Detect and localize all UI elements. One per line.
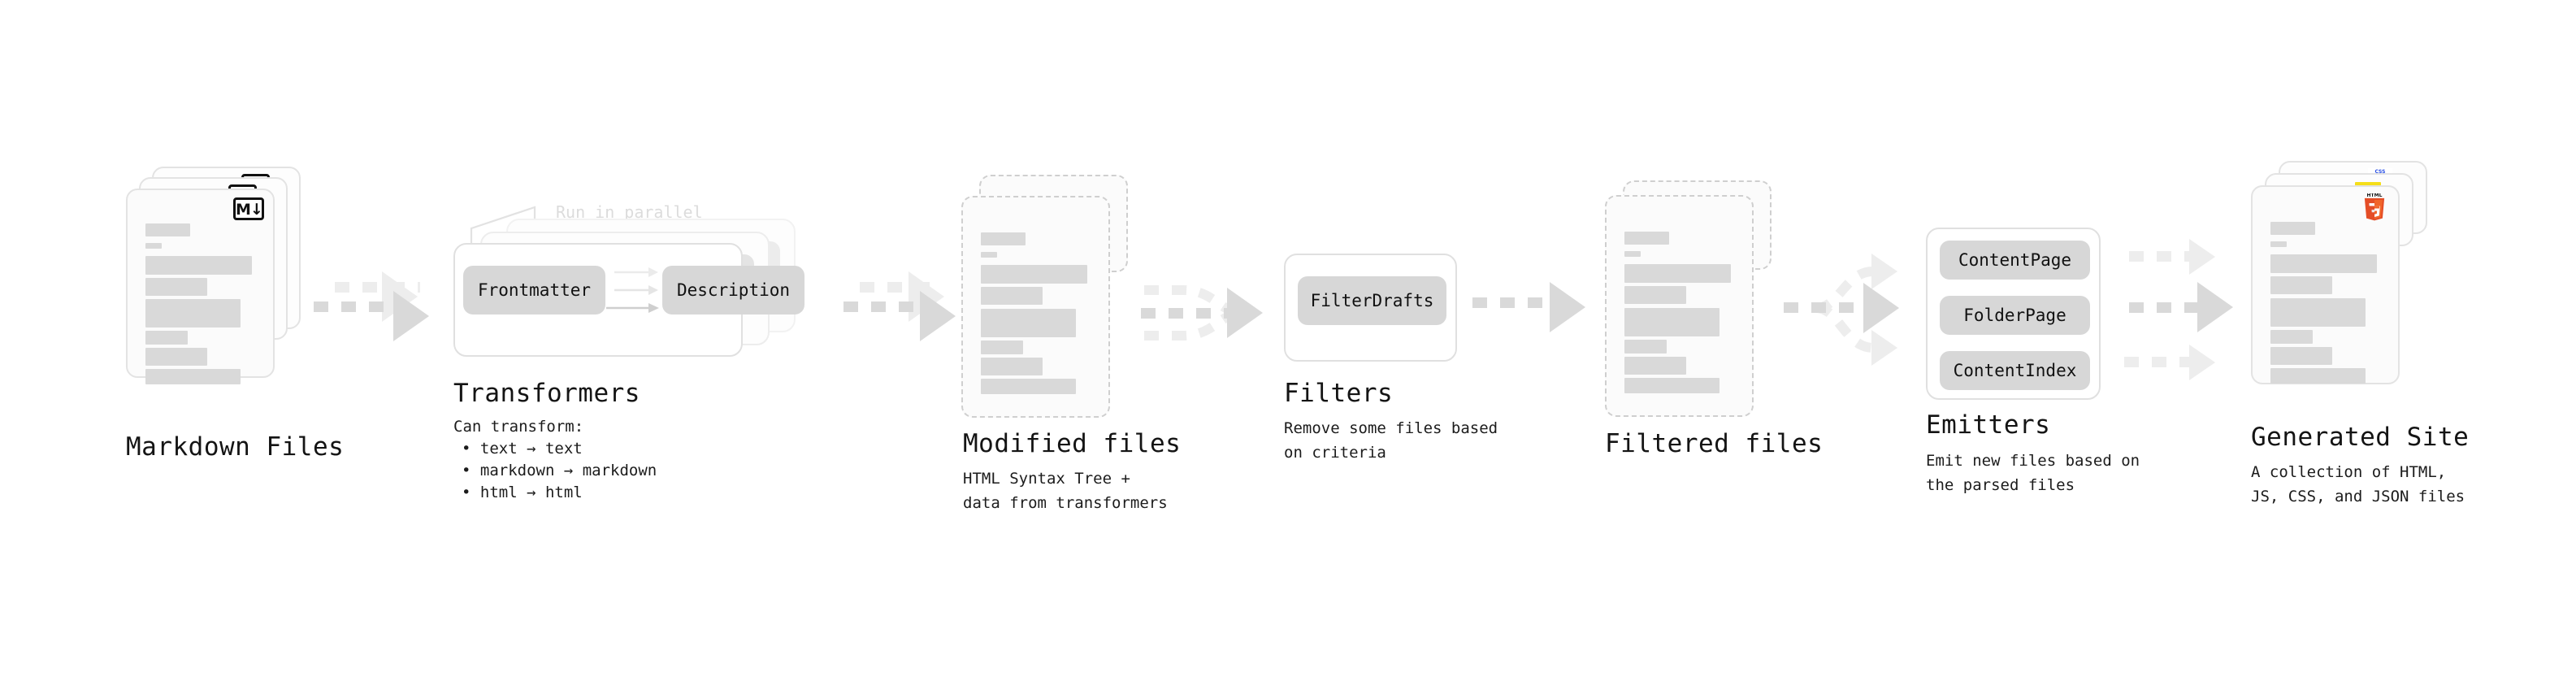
content-bar [145, 299, 241, 327]
transformers-bullet-1: • markdown → markdown [462, 462, 657, 479]
transformer-plugin-frontmatter[interactable]: Frontmatter [463, 266, 605, 314]
content-bar [1624, 357, 1686, 375]
content-bar [1624, 264, 1731, 283]
content-bar [981, 309, 1076, 337]
arrow-markdown-to-transformers [310, 268, 432, 349]
emitter-plugin-contentpage[interactable]: ContentPage [1940, 241, 2090, 280]
transformers-description: Can transform: [453, 418, 584, 436]
modified-files-title: Modified files [963, 429, 1182, 458]
filters-title: Filters [1284, 379, 1394, 408]
content-bar [981, 232, 1026, 245]
transformer-plugin-description[interactable]: Description [662, 266, 804, 314]
content-bar [981, 265, 1087, 284]
site-file-card-html: HTML [2251, 185, 2400, 384]
generated-site-description: A collection of HTML, JS, CSS, and JSON … [2251, 463, 2465, 505]
content-bar [2270, 241, 2287, 247]
filtered-files-title: Filtered files [1605, 429, 1824, 458]
transformers-bullet-2: • html → html [462, 484, 583, 501]
markdown-files-title: Markdown Files [126, 432, 345, 462]
arrow-modified-to-filters [1136, 260, 1290, 366]
emitter-plugin-folderpage[interactable]: FolderPage [1940, 296, 2090, 335]
content-bar [1624, 340, 1667, 354]
filtered-files-stack [1605, 180, 1784, 440]
content-bar [1624, 232, 1669, 245]
markdown-icon: M↓ [233, 197, 264, 220]
generated-site-title: Generated Site [2251, 423, 2470, 452]
content-bar [145, 243, 162, 249]
content-bar [2270, 298, 2366, 327]
transformer-box: Frontmatter Description [453, 243, 804, 357]
content-bar [981, 287, 1043, 305]
arrow-filters-to-filtered [1472, 282, 1602, 334]
transformers-bullet-0: • text → text [462, 440, 583, 458]
content-bar [1624, 286, 1686, 304]
content-bar [2270, 330, 2313, 344]
svg-text:HTML: HTML [2367, 193, 2383, 198]
filters-description: Remove some files based on criteria [1284, 419, 1498, 462]
content-bar [2270, 347, 2332, 365]
content-bar [981, 340, 1023, 354]
content-bar [2270, 276, 2332, 294]
content-bar [145, 256, 252, 275]
content-bar [2270, 368, 2366, 384]
arrow-transformers-to-modified [843, 268, 965, 349]
emitters-title: Emitters [1926, 410, 2051, 440]
markdown-files-stack: M↓ M↓ M↓ [126, 167, 301, 419]
content-bar [981, 379, 1076, 394]
emitters-box: ContentPage FolderPage ContentIndex [1926, 228, 2101, 400]
content-bar [981, 252, 997, 258]
generated-site-stack: CSS HTML [2251, 161, 2438, 429]
modified-files-stack [961, 175, 1140, 435]
filter-plugin-filterdrafts[interactable]: FilterDrafts [1298, 276, 1446, 325]
filtered-file-card-front [1605, 195, 1754, 417]
arrow-emitters-to-site [2121, 228, 2283, 390]
content-bar [2270, 254, 2377, 273]
markdown-file-card-front: M↓ [126, 189, 275, 384]
transformers-title: Transformers [453, 379, 640, 408]
emitter-plugin-contentindex[interactable]: ContentIndex [1940, 351, 2090, 390]
content-bar [1624, 308, 1720, 336]
content-bar [145, 331, 188, 345]
transformer-inner-arrows [606, 267, 659, 313]
content-bar [145, 223, 190, 236]
emitters-description: Emit new files based on the parsed files [1926, 452, 2140, 494]
content-bar [145, 369, 241, 384]
content-bar [981, 358, 1043, 375]
modified-file-card-front [961, 196, 1110, 418]
arrow-filtered-to-emitters [1776, 244, 1938, 382]
transformers-stack: Run in parallel Frontmatter Description [445, 199, 835, 362]
content-bar [1624, 251, 1641, 257]
content-bar [145, 278, 207, 296]
modified-files-description: HTML Syntax Tree + data from transformer… [963, 470, 1168, 512]
content-bar [145, 348, 207, 366]
content-bar [1624, 378, 1720, 393]
content-bar [2270, 222, 2315, 235]
html5-icon: HTML [2364, 193, 2385, 221]
filters-box: FilterDrafts [1284, 254, 1457, 362]
